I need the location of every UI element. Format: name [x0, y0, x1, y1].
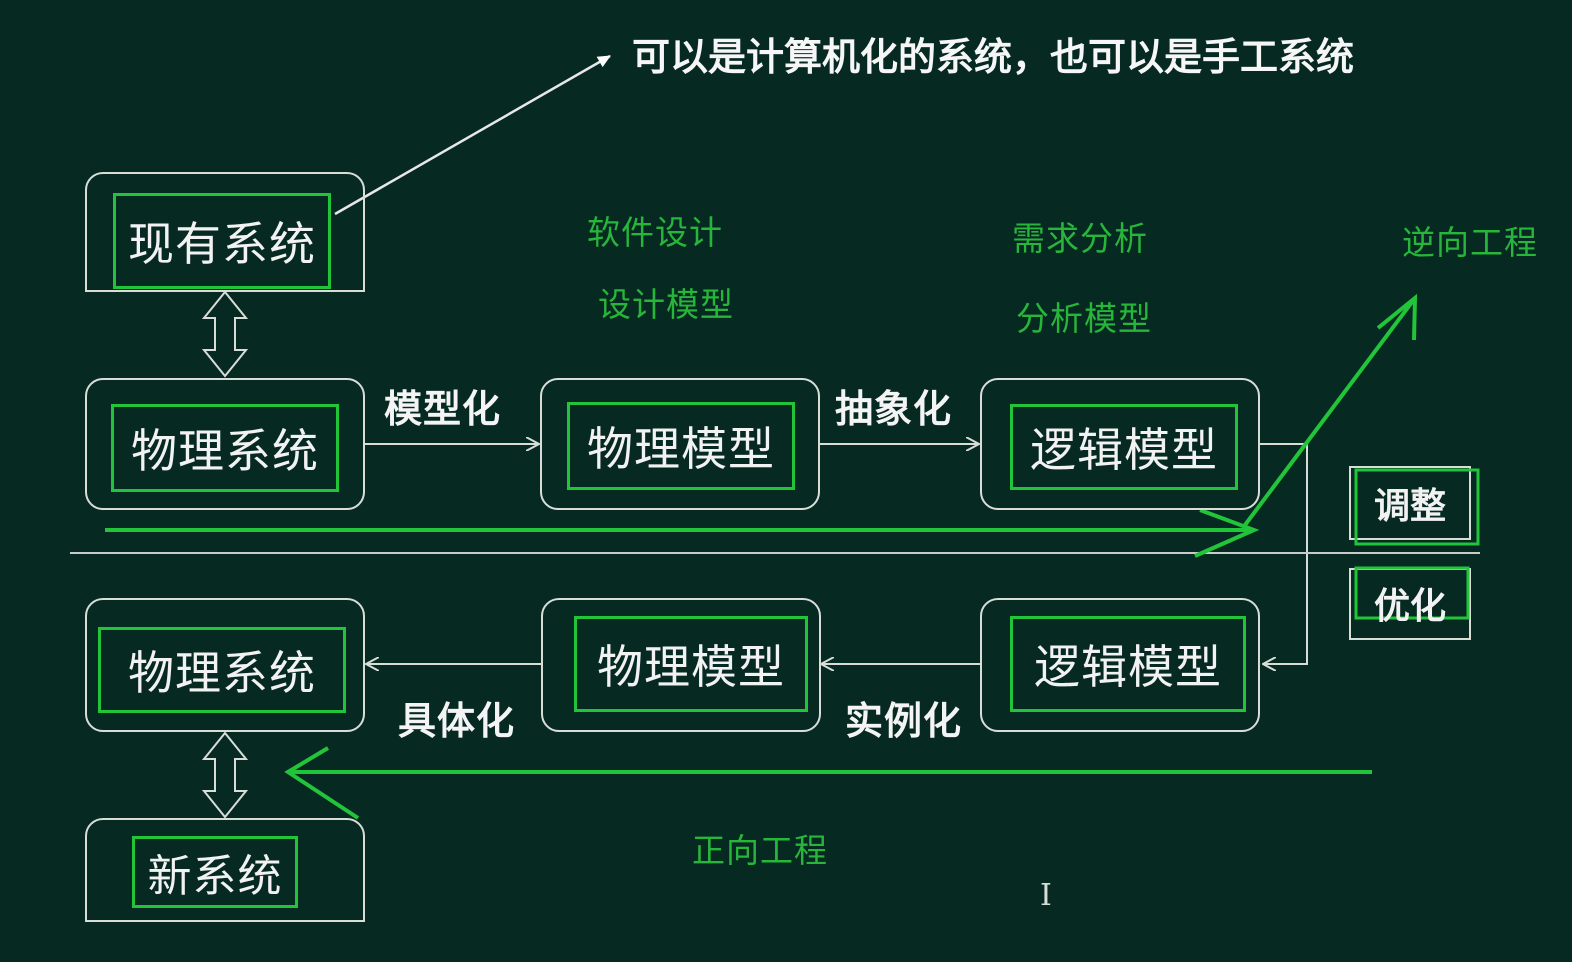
forward-engineering-label: 正向工程 [692, 831, 828, 870]
top-physical-model-frame [540, 378, 820, 510]
new-system-box: 新系统 [132, 836, 298, 908]
abstraction-label: 抽象化 [835, 387, 953, 431]
top-logical-model-frame [980, 378, 1260, 510]
text-cursor-icon: I [1040, 878, 1052, 913]
reverse-engineering-label: 逆向工程 [1402, 223, 1538, 262]
adjust-label: 调整 [1373, 486, 1446, 527]
adjust-label-box: 调整 [1352, 470, 1468, 536]
existing-system-box: 现有系统 [113, 193, 331, 289]
bottom-logical-model-label: 逻辑模型 [1034, 640, 1222, 694]
top-logical-model-box: 逻辑模型 [1010, 404, 1238, 490]
adjust-box-white [1349, 466, 1471, 540]
double-arrow-top [201, 290, 249, 378]
bottom-physical-system-label: 物理系统 [128, 646, 316, 700]
adjust-box-green [1354, 468, 1480, 546]
reverse-engineering-diagonal-head [1376, 293, 1418, 341]
existing-system-label: 现有系统 [128, 217, 316, 271]
note-pointer-arrow [334, 54, 611, 216]
reverse-engineering-diagonal [1243, 296, 1417, 527]
bottom-physical-model-label: 物理模型 [597, 640, 785, 694]
optimize-box-green [1354, 566, 1470, 620]
analysis-model-label: 分析模型 [1016, 299, 1152, 338]
top-physical-system-label: 物理系统 [131, 424, 319, 478]
top-physical-model-box: 物理模型 [567, 402, 795, 490]
top-physical-model-label: 物理模型 [587, 422, 775, 476]
forward-engineering-arrowhead [284, 746, 360, 820]
top-physical-system-frame [85, 378, 365, 510]
top-physical-system-box: 物理系统 [111, 404, 339, 492]
system-note: 可以是计算机化的系统，也可以是手工系统 [632, 35, 1355, 79]
new-system-label: 新系统 [147, 851, 283, 902]
double-arrow-bottom [201, 731, 249, 819]
bottom-logical-model-frame [980, 598, 1260, 732]
existing-system-frame [85, 172, 365, 292]
bottom-physical-model-box: 物理模型 [574, 616, 808, 712]
bottom-physical-system-box: 物理系统 [98, 627, 346, 713]
optimize-label: 优化 [1373, 586, 1446, 627]
bottom-logical-model-box: 逻辑模型 [1010, 616, 1246, 712]
bottom-physical-system-frame [85, 598, 365, 732]
reverse-engineering-arrowhead [1194, 508, 1260, 558]
new-system-frame [85, 818, 365, 922]
optimize-label-box: 优化 [1352, 572, 1468, 634]
requirements-analysis-label: 需求分析 [1012, 219, 1148, 258]
bottom-physical-model-frame [541, 598, 821, 732]
modeling-label: 模型化 [384, 387, 502, 431]
concretize-label: 具体化 [398, 699, 516, 743]
software-design-label: 软件设计 [587, 213, 723, 252]
top-logical-model-label: 逻辑模型 [1030, 423, 1218, 477]
design-model-label: 设计模型 [598, 285, 734, 324]
instantiate-label: 实例化 [845, 699, 963, 743]
